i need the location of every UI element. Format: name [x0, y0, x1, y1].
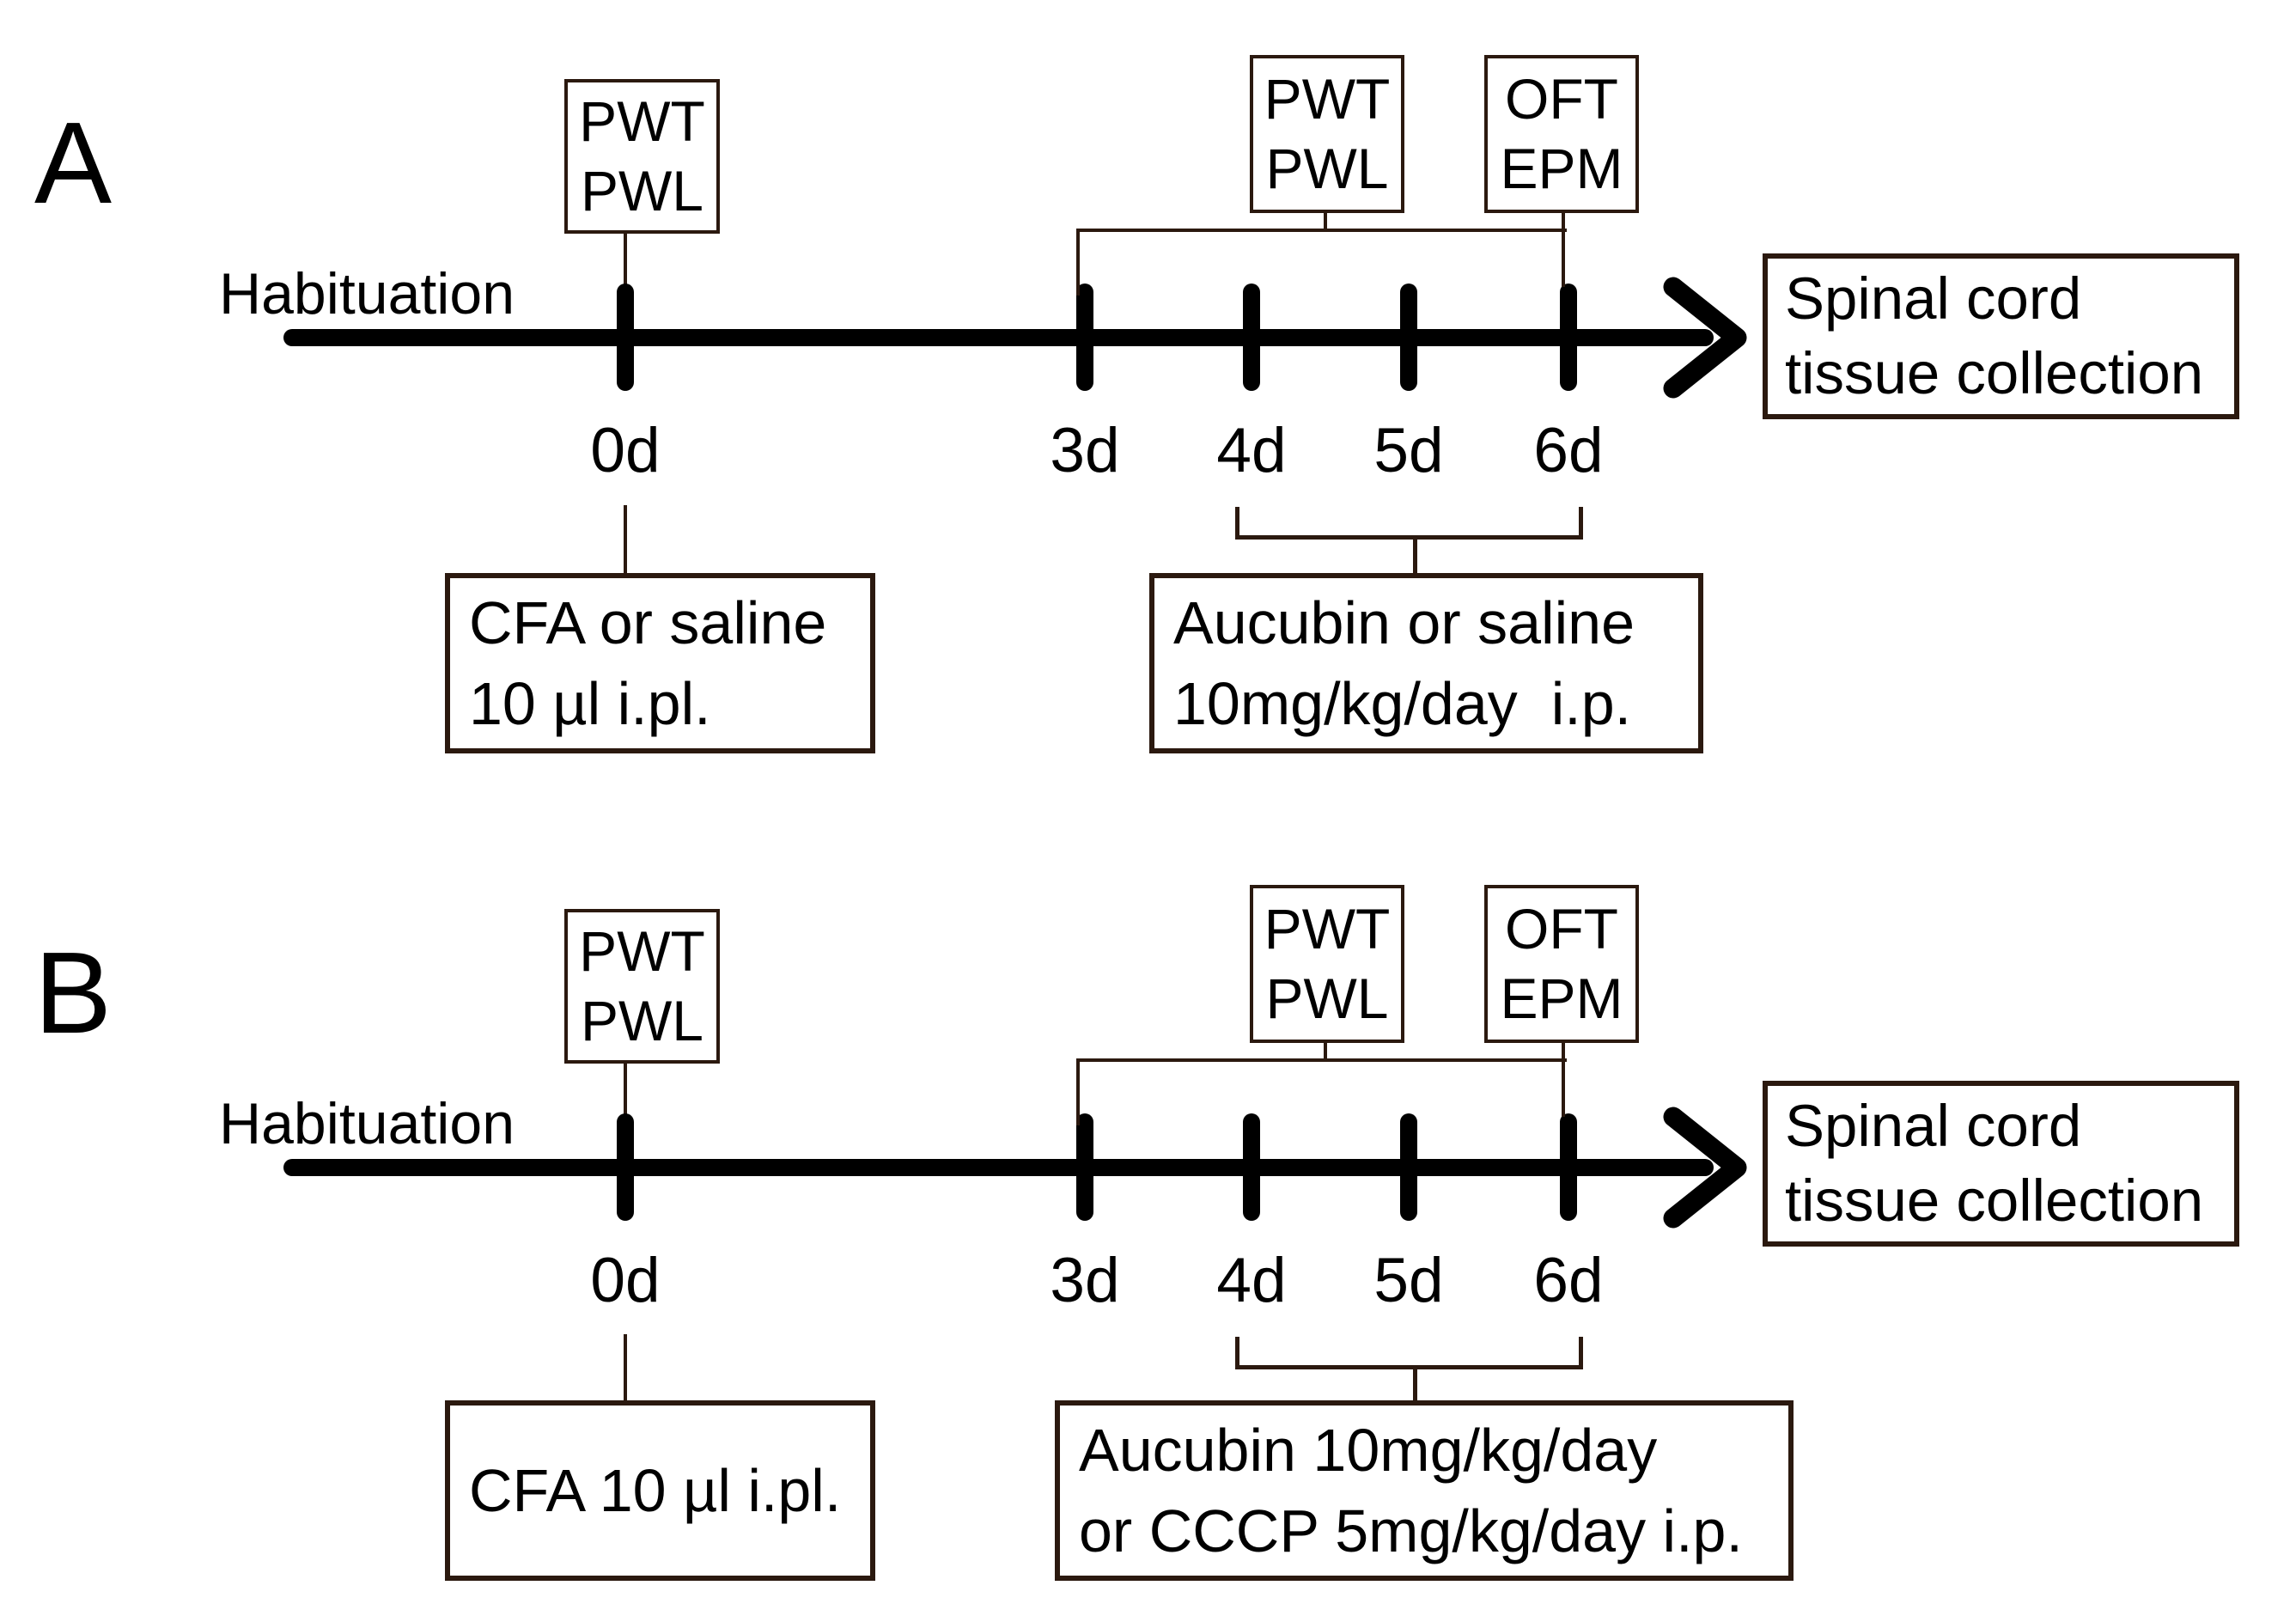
habituation-label: Habituation [219, 1091, 515, 1156]
endpoint-line1: Spinal cord [1785, 1093, 2082, 1160]
tick-5d [1400, 284, 1417, 391]
pwt-label: PWT [1264, 897, 1391, 961]
treatment-line1: Aucubin 10mg/kg/day [1079, 1416, 1658, 1484]
treatment-line1: Aucubin or saline [1173, 588, 1635, 656]
oft-label: OFT [1505, 67, 1618, 131]
bracket-center-stub [1413, 1365, 1417, 1402]
test-connector-pwt-stub [1324, 1041, 1327, 1062]
oft-epm-box: OFT EPM [1484, 885, 1639, 1043]
timeline-arrowhead-icon [1663, 277, 1747, 399]
test-connector-3d-stub [1076, 229, 1080, 296]
connector-pwt-to-0d [624, 1064, 627, 1117]
bracket-right-stub [1579, 507, 1583, 540]
bracket-horizontal [1235, 1365, 1583, 1369]
pwt-label: PWT [1264, 67, 1391, 131]
panel-b-letter: B [34, 928, 113, 1058]
endpoint-line1: Spinal cord [1785, 265, 2082, 332]
bracket-left-stub [1235, 507, 1239, 540]
test-connector-horizontal [1076, 229, 1567, 232]
tick-5d [1400, 1113, 1417, 1221]
test-connector-horizontal [1076, 1058, 1567, 1062]
pwt-label: PWT [579, 89, 705, 154]
aucubin-box: Aucubin or saline 10mg/kg/day i.p. [1149, 573, 1703, 753]
bracket-left-stub [1235, 1337, 1239, 1369]
test-connector-6d-stub [1562, 210, 1565, 287]
day-label-0d: 0d [590, 416, 661, 485]
aucubin-cccp-box: Aucubin 10mg/kg/day or CCCP 5mg/kg/day i… [1055, 1400, 1794, 1581]
cfa-line2: 10 µl i.pl. [469, 670, 711, 737]
epm-label: EPM [1500, 137, 1623, 200]
treatment-line2: or CCCP 5mg/kg/day i.p. [1079, 1497, 1743, 1564]
pwl-label: PWL [1265, 137, 1389, 200]
cfa-box: CFA or saline 10 µl i.pl. [445, 573, 875, 753]
epm-label: EPM [1500, 966, 1623, 1030]
panel-a-letter: A [34, 98, 113, 228]
tick-3d [1076, 1113, 1093, 1221]
pwl-label: PWL [1265, 966, 1389, 1030]
test-connector-3d-stub [1076, 1058, 1080, 1125]
connector-pwt-to-0d [624, 234, 627, 287]
tick-6d [1560, 1113, 1577, 1221]
cfa-box: CFA 10 µl i.pl. [445, 1400, 875, 1581]
tick-0d [617, 1113, 634, 1221]
oft-epm-box: OFT EPM [1484, 55, 1639, 213]
day-label-4d: 4d [1216, 416, 1287, 485]
pwl-label: PWL [580, 159, 704, 223]
tick-4d [1243, 284, 1260, 391]
tick-0d [617, 284, 634, 391]
bracket-center-stub [1413, 535, 1417, 573]
endpoint-line2: tissue collection [1785, 1167, 2204, 1234]
test-connector-pwt-stub [1324, 211, 1327, 232]
tick-6d [1560, 284, 1577, 391]
oft-label: OFT [1505, 897, 1618, 961]
tick-3d [1076, 284, 1093, 391]
day-label-6d: 6d [1533, 1246, 1604, 1315]
day-label-4d: 4d [1216, 1246, 1287, 1315]
pwl-label: PWL [580, 989, 704, 1052]
cfa-line1: CFA or saline [469, 588, 827, 656]
bracket-right-stub [1579, 1337, 1583, 1369]
day-label-6d: 6d [1533, 416, 1604, 485]
day-label-5d: 5d [1373, 416, 1444, 485]
tick-4d [1243, 1113, 1260, 1221]
day-label-3d: 3d [1050, 416, 1120, 485]
pwt-pwl-box-day4: PWT PWL [1250, 885, 1404, 1043]
treatment-line2: 10mg/kg/day i.p. [1173, 670, 1632, 737]
endpoint-line2: tissue collection [1785, 339, 2204, 406]
cfa-line1: CFA 10 µl i.pl. [469, 1456, 842, 1524]
bracket-horizontal [1235, 535, 1583, 540]
pwt-pwl-box-day0: PWT PWL [564, 909, 720, 1064]
pwt-label: PWT [579, 919, 705, 984]
spinal-cord-box: Spinal cord tissue collection [1763, 1081, 2239, 1247]
day-label-3d: 3d [1050, 1246, 1120, 1315]
spinal-cord-box: Spinal cord tissue collection [1763, 253, 2239, 419]
timeline-bar [283, 329, 1714, 346]
habituation-label: Habituation [219, 261, 515, 326]
pwt-pwl-box-day0: PWT PWL [564, 79, 720, 234]
timeline-arrowhead-icon [1663, 1107, 1747, 1229]
timeline-bar [283, 1159, 1714, 1176]
connector-0d-to-cfa [624, 1334, 627, 1400]
day-label-0d: 0d [590, 1246, 661, 1315]
day-label-5d: 5d [1373, 1246, 1444, 1315]
test-connector-6d-stub [1562, 1040, 1565, 1117]
connector-0d-to-cfa [624, 505, 627, 573]
pwt-pwl-box-day4: PWT PWL [1250, 55, 1404, 213]
